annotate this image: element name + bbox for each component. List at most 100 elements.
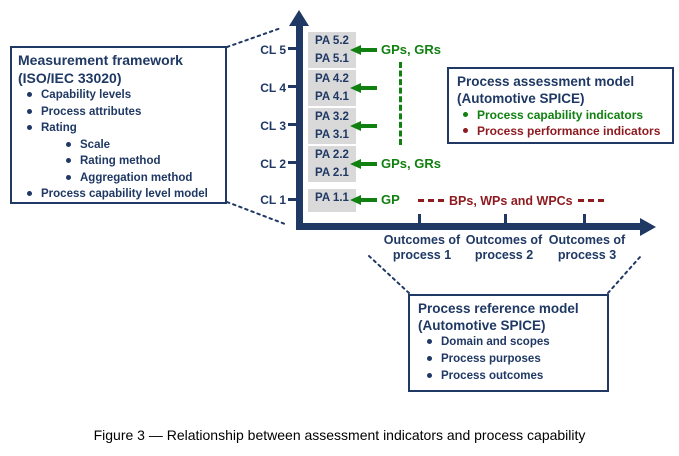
bullet-item: Process outcomes (418, 368, 599, 385)
outcome-line: process 2 (474, 248, 534, 262)
box-title-line: (ISO/IEC 33020) (18, 70, 122, 86)
arrow-shaft (361, 198, 377, 202)
pa-label: PA 3.1 (315, 129, 349, 141)
cl-label-cl4: CL 4 (260, 81, 286, 95)
capability-indicator-dashed-line (399, 62, 402, 145)
pa-label: PA 5.1 (315, 53, 349, 65)
green-arrow-icon (350, 44, 377, 56)
arrow-shaft (361, 124, 377, 128)
green-arrow-icon (350, 120, 377, 132)
axis-tick (288, 123, 297, 126)
bullet-icon (427, 373, 432, 378)
axis-tick (288, 161, 297, 164)
arrow-shaft (361, 86, 377, 90)
cl-label-cl5: CL 5 (260, 43, 286, 57)
bullet-item: Process purposes (418, 351, 599, 368)
bullet-icon (66, 158, 71, 163)
pa-box-cl3: PA 3.2 PA 3.1 (308, 108, 356, 144)
outcome-line: process 1 (392, 248, 452, 262)
bullet-label: Process performance indicators (477, 124, 661, 138)
bullet-label: Process outcomes (441, 370, 544, 382)
figure-caption: Figure 3 — Relationship between assessme… (93, 427, 586, 443)
bullet-icon (463, 128, 468, 133)
bullet-icon (27, 108, 32, 114)
arrowhead-left-icon (350, 45, 361, 55)
box-title-line: (Automotive SPICE) (457, 91, 585, 106)
outcome-line: Outcomes of (548, 233, 626, 247)
box-title-line: Process reference model (418, 301, 579, 316)
bullet-item: Process capability level model (18, 186, 219, 203)
arrowhead-left-icon (350, 121, 361, 131)
arrow-shaft (361, 162, 377, 166)
green-arrow-icon (350, 82, 377, 94)
box-title-line: Process assessment model (457, 74, 635, 89)
green-arrow-icon (350, 158, 377, 170)
pa-box-cl4: PA 4.2 PA 4.1 (308, 70, 356, 106)
bps-wps-wpcs-label: BPs, WPs and WPCs (449, 193, 573, 208)
pa-label: PA 2.1 (315, 167, 349, 179)
cl-label-cl3: CL 3 (260, 119, 286, 133)
bullet-item: Aggregation method (18, 170, 219, 187)
bullet-item: Process performance indicators (457, 123, 664, 139)
axis-tick (583, 214, 586, 223)
bullet-icon (463, 112, 468, 117)
bullet-icon (27, 125, 32, 130)
bullet-item: Capability levels (18, 87, 219, 104)
pa-label: PA 1.1 (315, 192, 349, 204)
pa-box-cl1: PA 1.1 (308, 189, 356, 212)
bullet-item: Process capability indicators (457, 107, 664, 123)
pa-label: PA 4.2 (315, 73, 349, 85)
gp-label-cl1: GP (381, 192, 400, 207)
outcome-line: Outcomes of (383, 233, 461, 247)
bullet-icon (427, 339, 432, 344)
bullet-icon (427, 356, 432, 361)
axis-tick (504, 214, 507, 223)
bullet-label: Rating method (80, 155, 161, 167)
green-arrow-icon (350, 194, 377, 206)
pa-label: PA 3.2 (315, 111, 349, 123)
outcome-label-2: Outcomes of process 2 (454, 233, 554, 263)
axis-tick (288, 198, 297, 201)
measurement-framework-box: Measurement framework (ISO/IEC 33020) Ca… (10, 46, 227, 204)
axis-tick (288, 47, 297, 50)
outcome-label-3: Outcomes of process 3 (537, 233, 637, 263)
pa-label: PA 2.2 (315, 149, 349, 161)
capability-axis (296, 24, 303, 230)
arrowhead-left-icon (350, 195, 361, 205)
bullet-item: Domain and scopes (418, 334, 599, 351)
red-dashes (577, 199, 604, 202)
process-reference-model-box: Process reference model (Automotive SPIC… (408, 294, 609, 392)
outcomes-axis (296, 223, 642, 230)
axis-tick (288, 85, 297, 88)
outcome-line: Outcomes of (465, 233, 543, 247)
bullet-item: Rating (18, 120, 219, 137)
axis-arrow-up-icon (289, 10, 309, 26)
bullet-item: Rating method (18, 153, 219, 170)
bullet-label: Process capability indicators (477, 108, 644, 122)
pa-label: PA 4.1 (315, 91, 349, 103)
pa-label: PA 5.2 (315, 35, 349, 47)
bullet-label: Process purposes (441, 353, 541, 365)
cl-label-cl1: CL 1 (260, 193, 286, 207)
arrow-shaft (361, 48, 377, 52)
gps-grs-label-cl5: GPs, GRs (381, 42, 441, 57)
bullet-label: Rating (41, 122, 77, 134)
arrowhead-left-icon (350, 83, 361, 93)
pa-box-cl5: PA 5.2 PA 5.1 (308, 32, 356, 68)
performance-indicator-row: BPs, WPs and WPCs (413, 193, 605, 208)
bullet-label: Scale (80, 138, 111, 151)
pa-box-cl2: PA 2.2 PA 2.1 (308, 146, 356, 182)
bullet-item: Scale (18, 137, 219, 154)
bullet-label: Process capability level model (41, 188, 208, 200)
bullet-label: Domain and scopes (441, 336, 550, 348)
red-dashes (418, 199, 444, 202)
cl-label-cl2: CL 2 (260, 157, 286, 171)
bullet-label: Capability levels (41, 89, 132, 101)
bullet-label: Aggregation method (80, 171, 193, 184)
arrowhead-left-icon (350, 159, 361, 169)
gps-grs-label-cl2: GPs, GRs (381, 156, 441, 171)
bullet-icon (27, 191, 32, 196)
bullet-icon (66, 174, 71, 180)
axis-tick (418, 214, 421, 223)
